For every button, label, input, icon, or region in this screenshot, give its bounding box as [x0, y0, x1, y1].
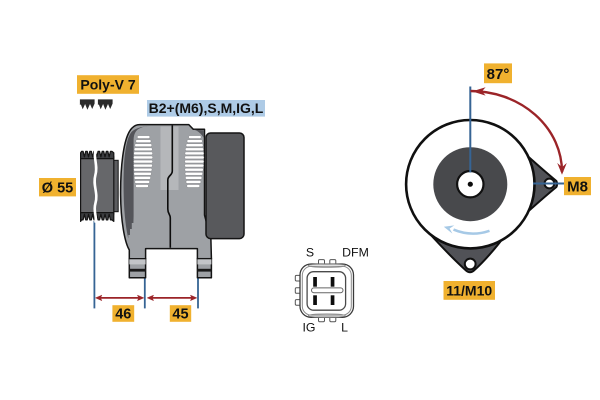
svg-text:IG: IG: [303, 321, 316, 335]
svg-text:S: S: [306, 246, 314, 260]
svg-text:DFM: DFM: [342, 246, 369, 260]
svg-text:11/M10: 11/M10: [446, 283, 492, 299]
svg-text:Poly-V 7: Poly-V 7: [80, 77, 135, 93]
svg-text:87°: 87°: [487, 66, 510, 83]
svg-text:Ø 55: Ø 55: [42, 181, 73, 197]
svg-text:L: L: [341, 321, 348, 335]
svg-text:B2+(M6),S,M,IG,L: B2+(M6),S,M,IG,L: [149, 100, 264, 116]
svg-text:45: 45: [172, 306, 188, 322]
svg-text:M8: M8: [567, 179, 588, 196]
svg-text:46: 46: [115, 306, 131, 322]
